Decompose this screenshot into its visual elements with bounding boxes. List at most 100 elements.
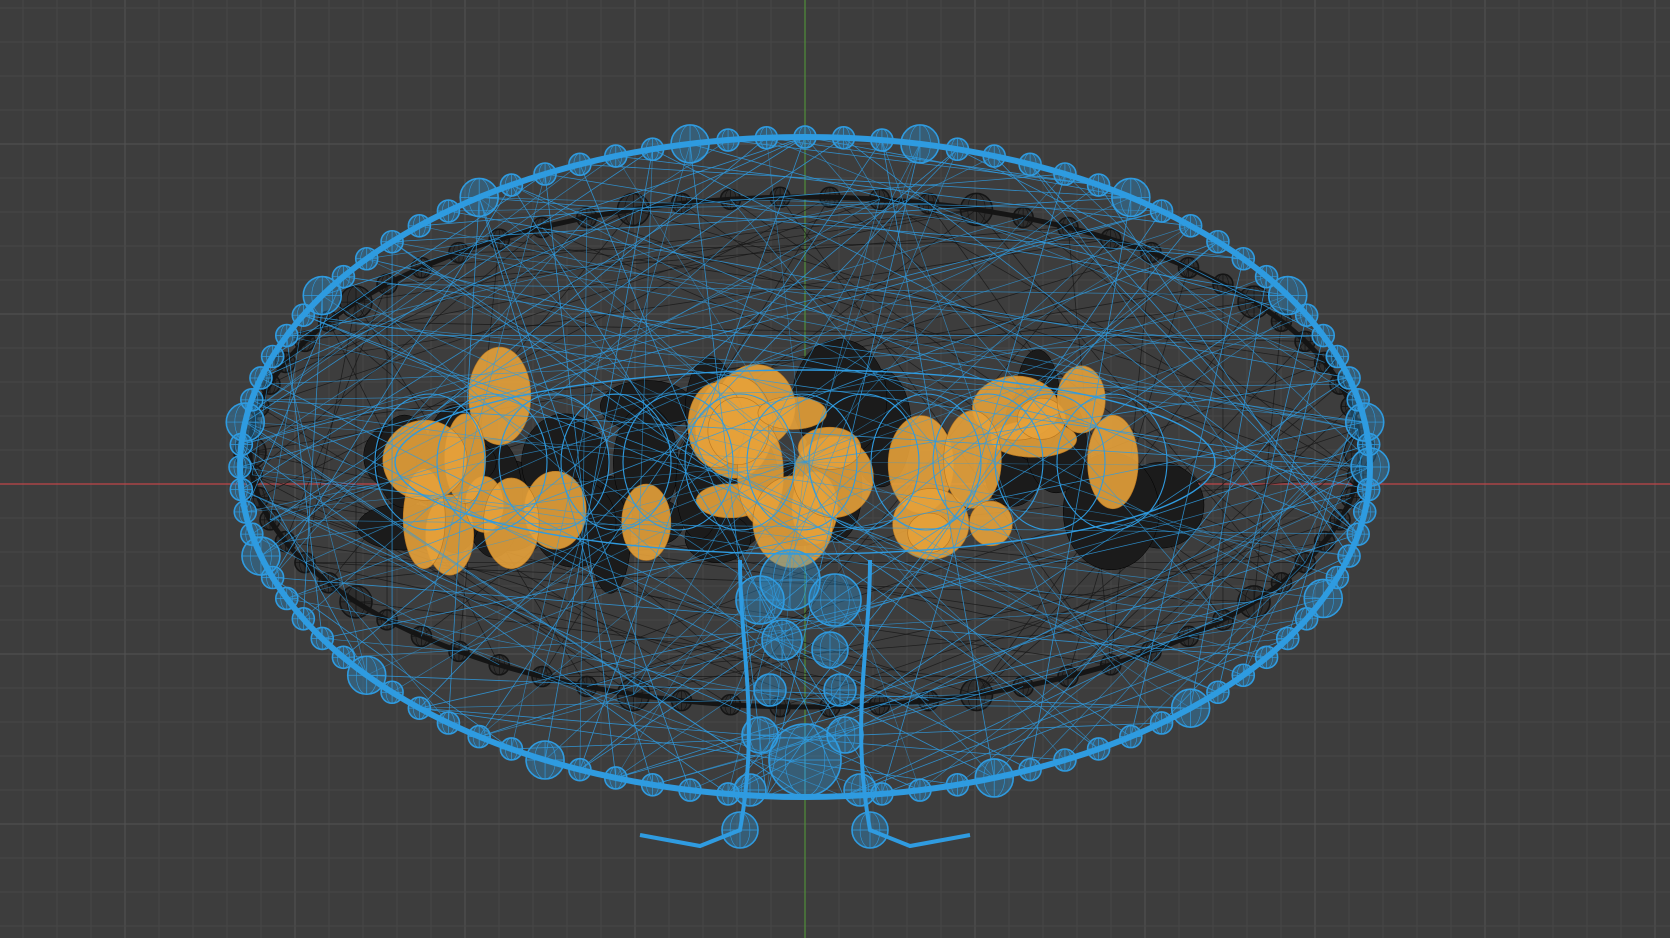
outer-web-edge	[245, 148, 653, 423]
outer-web-edge	[919, 451, 1361, 791]
outer-web-edge	[419, 489, 1369, 709]
outer-ring-bead	[1206, 680, 1230, 705]
stem-bead	[823, 673, 857, 707]
inner-web-edge	[304, 562, 929, 701]
outer-web-edge	[1188, 618, 1307, 637]
outer-web-edge	[251, 399, 995, 779]
inner-ring-bead	[1177, 256, 1200, 279]
outer-ring-bead	[716, 128, 740, 152]
outer-web-edge	[303, 314, 1219, 693]
inner-web-edge	[1253, 321, 1282, 602]
outer-web-edge	[252, 428, 806, 798]
outer-web-edge	[727, 199, 880, 795]
core-wire-shell	[870, 393, 982, 531]
outer-web-edge	[993, 155, 1359, 535]
inner-ring-bead	[819, 186, 841, 209]
outer-ring-bead	[1170, 688, 1211, 728]
outer-ring-bead	[1254, 645, 1279, 670]
stem-bead	[753, 673, 787, 707]
outer-web-edge	[355, 301, 1219, 693]
outer-ring-bead	[1231, 246, 1256, 271]
outer-web-edge	[586, 466, 1371, 687]
outer-web-edge	[303, 196, 781, 620]
outer-web-edge	[766, 143, 921, 797]
outer-ring-bead	[1111, 177, 1151, 218]
outer-web-edge	[1029, 428, 1359, 770]
outer-web-edge	[511, 722, 1162, 750]
outer-web-edge	[286, 335, 323, 639]
outer-ring-bead	[1254, 264, 1279, 289]
outer-web-spoke	[804, 461, 1288, 639]
outer-web-edge	[303, 314, 1371, 468]
outer-web-spoke	[766, 461, 806, 797]
stem-bead	[733, 773, 767, 807]
core-wire-shell	[684, 393, 796, 531]
outer-ring-bead	[241, 536, 281, 576]
outer-ring-bead	[331, 645, 356, 670]
outer-ring-beads[interactable]	[225, 124, 1390, 806]
inner-web-edge	[779, 519, 1341, 708]
outer-web-edge	[730, 199, 1162, 724]
outer-ring-bead	[640, 772, 665, 797]
stem-bead	[761, 619, 803, 661]
outer-web-edge	[458, 252, 1338, 357]
outer-web-edge	[544, 149, 653, 761]
inner-ring-bead	[769, 695, 791, 718]
outer-web-spoke	[804, 461, 921, 791]
outer-web-edge	[241, 489, 682, 701]
outer-ring-bead	[459, 177, 499, 218]
outer-web-spoke	[366, 258, 806, 463]
outer-web-edge	[322, 638, 459, 652]
outer-web-edge	[419, 694, 977, 709]
outer-web-edge	[479, 694, 634, 737]
outer-web-edge	[1130, 258, 1244, 737]
outer-web-spoke	[478, 197, 806, 463]
outer-web-edge	[1064, 173, 1361, 453]
outer-ring-bead	[754, 125, 779, 150]
outer-web-edge	[881, 140, 995, 779]
lower-stem-mesh[interactable]	[639, 549, 971, 849]
outer-web-edge	[249, 139, 729, 453]
outer-web-edge	[386, 276, 1267, 621]
outer-web-edge	[272, 184, 512, 578]
outer-web-edge	[1098, 184, 1350, 557]
outer-ring-bead	[1337, 366, 1361, 390]
outer-web-spoke	[804, 173, 1066, 463]
outer-ring-bead	[310, 626, 335, 651]
outer-ring-bead	[260, 344, 285, 369]
outer-web-edge	[366, 258, 1369, 490]
inner-web-edge	[541, 197, 831, 677]
outer-web-edge	[1190, 276, 1267, 709]
stem-bead	[808, 573, 862, 627]
outer-ring-bead	[233, 500, 258, 524]
outer-web-edge	[245, 301, 1255, 513]
outer-web-spoke	[615, 155, 806, 463]
outer-ring-bead	[945, 137, 970, 162]
outer-web-edge	[251, 137, 844, 535]
outer-web-edge	[241, 444, 729, 795]
outer-ring-bead	[1346, 388, 1370, 412]
outer-ring-bead	[974, 758, 1015, 798]
outer-ring-wireframe[interactable]	[237, 134, 1373, 800]
outer-web-edge	[1110, 238, 1359, 401]
inner-web-edge	[1067, 406, 1352, 677]
outer-web-edge	[478, 197, 691, 791]
outer-web-edge	[804, 136, 1224, 621]
inner-web-edge	[387, 227, 1069, 285]
outer-web-edge	[269, 519, 1359, 535]
outer-ring-bead	[436, 711, 461, 735]
outer-web-spoke	[804, 295, 1288, 463]
inner-web-edge	[421, 209, 977, 269]
outer-web-edge	[269, 155, 995, 521]
outer-ring-bead	[1294, 303, 1319, 327]
outer-web-edge	[881, 638, 1288, 795]
outer-ring-bead	[533, 162, 557, 186]
outer-web-spoke	[804, 377, 1350, 463]
outer-web-edge	[392, 197, 1131, 243]
outer-ring-bead	[346, 655, 387, 696]
inner-web-edge	[258, 198, 880, 407]
core-wire-shell	[560, 393, 672, 531]
outer-web-spoke	[286, 461, 806, 599]
